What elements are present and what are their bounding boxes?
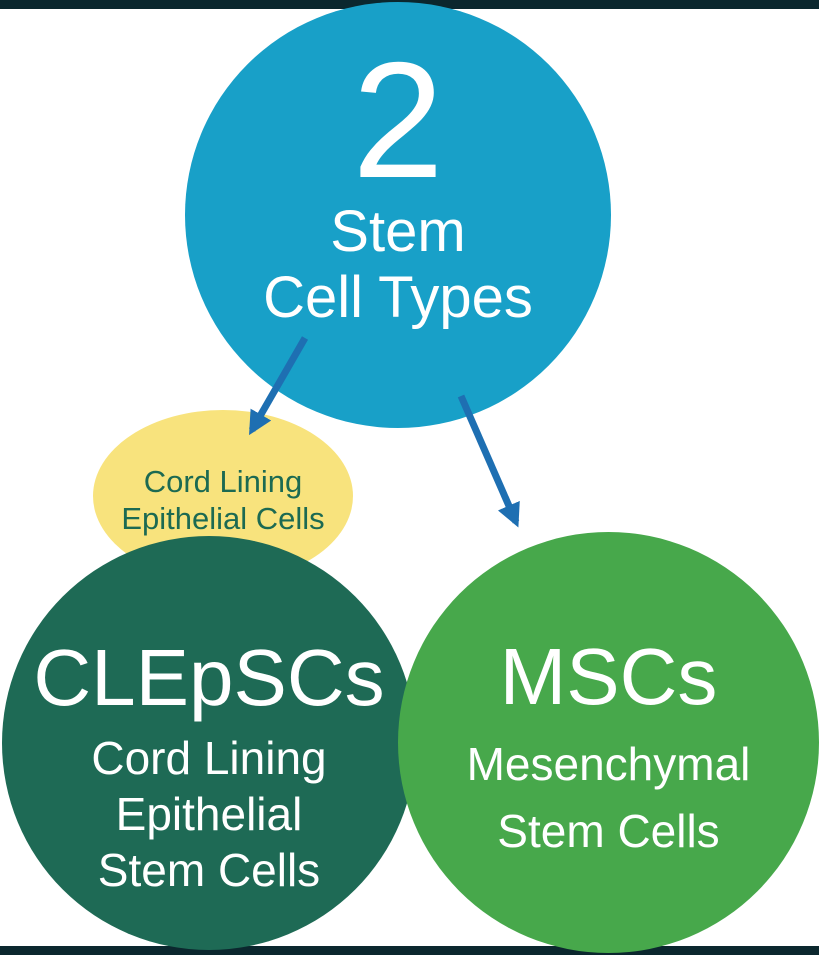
cord-lining-epithelial-cells-text: Cord Lining Epithelial Cells <box>121 463 324 537</box>
stem-cell-types-circle: 2 Stem Cell Types <box>185 2 611 428</box>
mscs-text: MSCs Mesenchymal Stem Cells <box>467 635 751 858</box>
ellipse-line2: Epithelial Cells <box>121 501 325 536</box>
mscs-circle: MSCs Mesenchymal Stem Cells <box>398 532 819 953</box>
clepscs-circle: CLEpSCs Cord Lining Epithelial Stem Cell… <box>2 536 416 950</box>
clepscs-abbr: CLEpSCs <box>33 632 385 722</box>
mscs-line2: Stem Cells <box>497 804 720 857</box>
top-circle-line2: Cell Types <box>263 265 533 331</box>
stem-cell-count: 2 <box>352 27 444 212</box>
clepscs-line2: Epithelial <box>115 787 303 840</box>
mscs-line1: Mesenchymal <box>466 738 751 791</box>
bottom-edge-strip <box>0 946 819 955</box>
clepscs-text: CLEpSCs Cord Lining Epithelial Stem Cell… <box>33 632 385 898</box>
stem-cell-types-text: 2 Stem Cell Types <box>263 27 533 332</box>
mscs-abbr: MSCs <box>499 632 718 722</box>
ellipse-line1: Cord Lining <box>143 463 303 499</box>
top-circle-line1: Stem <box>330 198 466 264</box>
clepscs-line1: Cord Lining <box>91 731 327 784</box>
clepscs-line3: Stem Cells <box>97 844 321 897</box>
